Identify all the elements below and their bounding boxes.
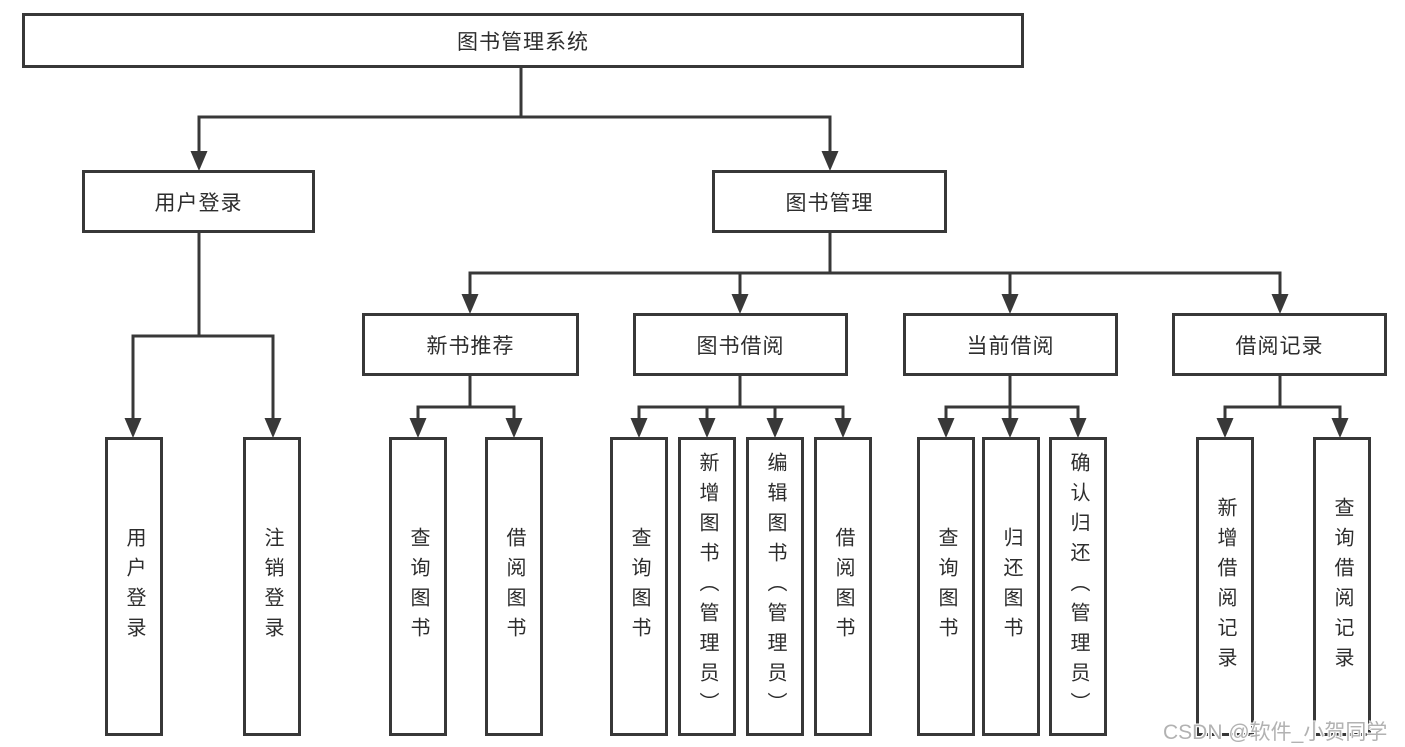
- watermark: CSDN @软件_小贺同学: [1163, 721, 1388, 744]
- node-library-management-system: 图书管理系统: [22, 13, 1024, 68]
- arrowheads: [124, 151, 1349, 438]
- leaf-borrow-books-1: 借阅图书: [485, 437, 543, 736]
- leaf-query-books-3: 查询图书: [917, 437, 975, 736]
- node-borrowing-records: 借阅记录: [1172, 313, 1387, 376]
- node-new-book-recommendation: 新书推荐: [362, 313, 579, 376]
- node-user-login: 用户登录: [82, 170, 315, 233]
- leaf-borrow-books-2: 借阅图书: [814, 437, 872, 736]
- leaf-confirm-return-admin: 确认归还（管理员）: [1049, 437, 1107, 736]
- node-book-management: 图书管理: [712, 170, 947, 233]
- leaf-query-books-1: 查询图书: [389, 437, 447, 736]
- leaf-user-login: 用户登录: [105, 437, 163, 736]
- leaf-query-books-2: 查询图书: [610, 437, 668, 736]
- node-book-borrowing: 图书借阅: [633, 313, 848, 376]
- node-current-borrowing: 当前借阅: [903, 313, 1118, 376]
- leaf-query-borrow-record: 查询借阅记录: [1313, 437, 1371, 736]
- leaf-add-borrow-record: 新增借阅记录: [1196, 437, 1254, 736]
- leaf-logout: 注销登录: [243, 437, 301, 736]
- leaf-edit-book-admin: 编辑图书（管理员）: [746, 437, 804, 736]
- leaf-add-book-admin: 新增图书（管理员）: [678, 437, 736, 736]
- leaf-return-book: 归还图书: [982, 437, 1040, 736]
